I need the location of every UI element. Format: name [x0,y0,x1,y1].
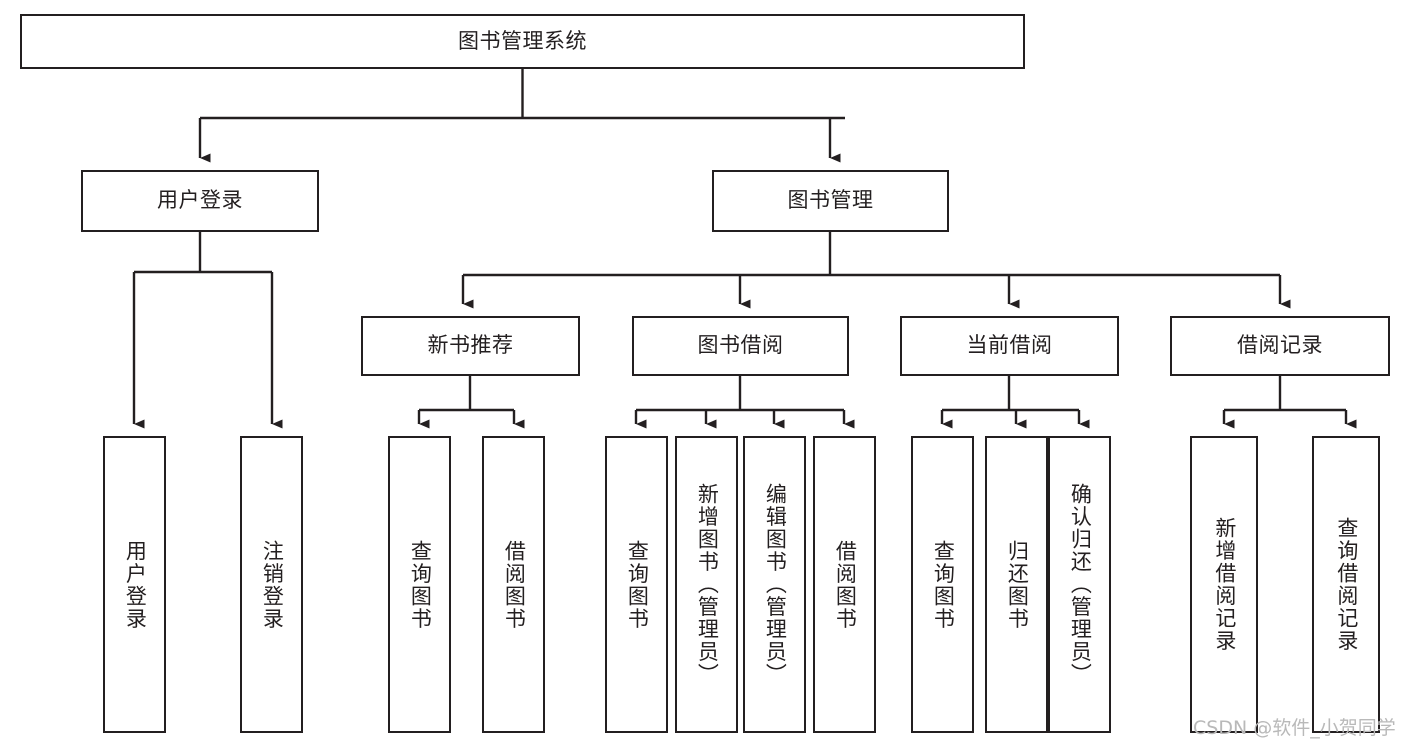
node-level2-user-login[interactable]: 用户登录 [81,170,319,232]
node-leaf-query-book-current-label: 查询图书 [931,539,956,630]
node-leaf-query-book-borrow-label: 查询图书 [625,539,650,630]
node-leaf-user-login-label: 用户登录 [123,539,148,630]
node-level3-book-borrow[interactable]: 图书借阅 [632,316,849,376]
node-leaf-return-book[interactable]: 归还图书 [985,436,1048,733]
node-leaf-logout[interactable]: 注销登录 [240,436,303,733]
node-leaf-query-book-new[interactable]: 查询图书 [388,436,451,733]
node-leaf-query-borrow-record-label: 查询借阅记录 [1334,517,1359,652]
node-leaf-confirm-return-admin[interactable]: 确认归还（管理员） [1048,436,1111,733]
node-level3-new-book-recommend-label: 新书推荐 [427,333,514,358]
node-leaf-edit-book-admin-label: 编辑图书（管理员） [763,483,788,686]
node-leaf-confirm-return-admin-label: 确认归还（管理员） [1068,483,1093,686]
node-level2-user-login-label: 用户登录 [157,188,243,213]
edge-group-borrow-to-leaves [634,376,855,429]
node-leaf-borrow-book-label: 借阅图书 [833,539,858,630]
edge-group-root-to-level2 [198,69,845,163]
node-leaf-logout-label: 注销登录 [260,539,285,630]
node-leaf-add-borrow-record-label: 新增借阅记录 [1212,517,1237,652]
node-leaf-add-borrow-record[interactable]: 新增借阅记录 [1190,436,1258,733]
node-leaf-query-book-current[interactable]: 查询图书 [911,436,974,733]
node-leaf-query-book-new-label: 查询图书 [408,539,433,630]
node-leaf-borrow-book-new[interactable]: 借阅图书 [482,436,545,733]
node-level3-borrow-record[interactable]: 借阅记录 [1170,316,1390,376]
node-leaf-add-book-admin[interactable]: 新增图书（管理员） [675,436,738,733]
edge-group-level2-to-level3 [461,232,1291,309]
edge-group-current-to-leaves [940,376,1090,429]
node-level3-current-borrow-label: 当前借阅 [966,333,1053,358]
node-leaf-edit-book-admin[interactable]: 编辑图书（管理员） [743,436,806,733]
node-root[interactable]: 图书管理系统 [20,14,1025,69]
node-level2-book-management-label: 图书管理 [787,188,874,213]
node-root-label: 图书管理系统 [458,28,587,53]
csdn-watermark: CSDN @软件_小贺同学 [1193,717,1396,739]
node-leaf-add-book-admin-label: 新增图书（管理员） [695,483,720,686]
node-level3-new-book-recommend[interactable]: 新书推荐 [361,316,580,376]
node-level2-book-management[interactable]: 图书管理 [712,170,949,232]
edge-group-newbook-to-leaves [417,376,525,429]
node-leaf-borrow-book[interactable]: 借阅图书 [813,436,876,733]
edge-group-record-to-leaves [1222,376,1357,429]
node-leaf-query-book-borrow[interactable]: 查询图书 [605,436,668,733]
node-leaf-borrow-book-new-label: 借阅图书 [502,539,527,630]
node-level3-current-borrow[interactable]: 当前借阅 [900,316,1119,376]
node-leaf-return-book-label: 归还图书 [1005,539,1030,630]
node-level3-borrow-record-label: 借阅记录 [1237,333,1323,358]
node-leaf-user-login[interactable]: 用户登录 [103,436,166,733]
node-leaf-query-borrow-record[interactable]: 查询借阅记录 [1312,436,1380,733]
node-level3-book-borrow-label: 图书借阅 [697,333,784,358]
edge-group-userlogin-to-leaves [132,232,283,429]
